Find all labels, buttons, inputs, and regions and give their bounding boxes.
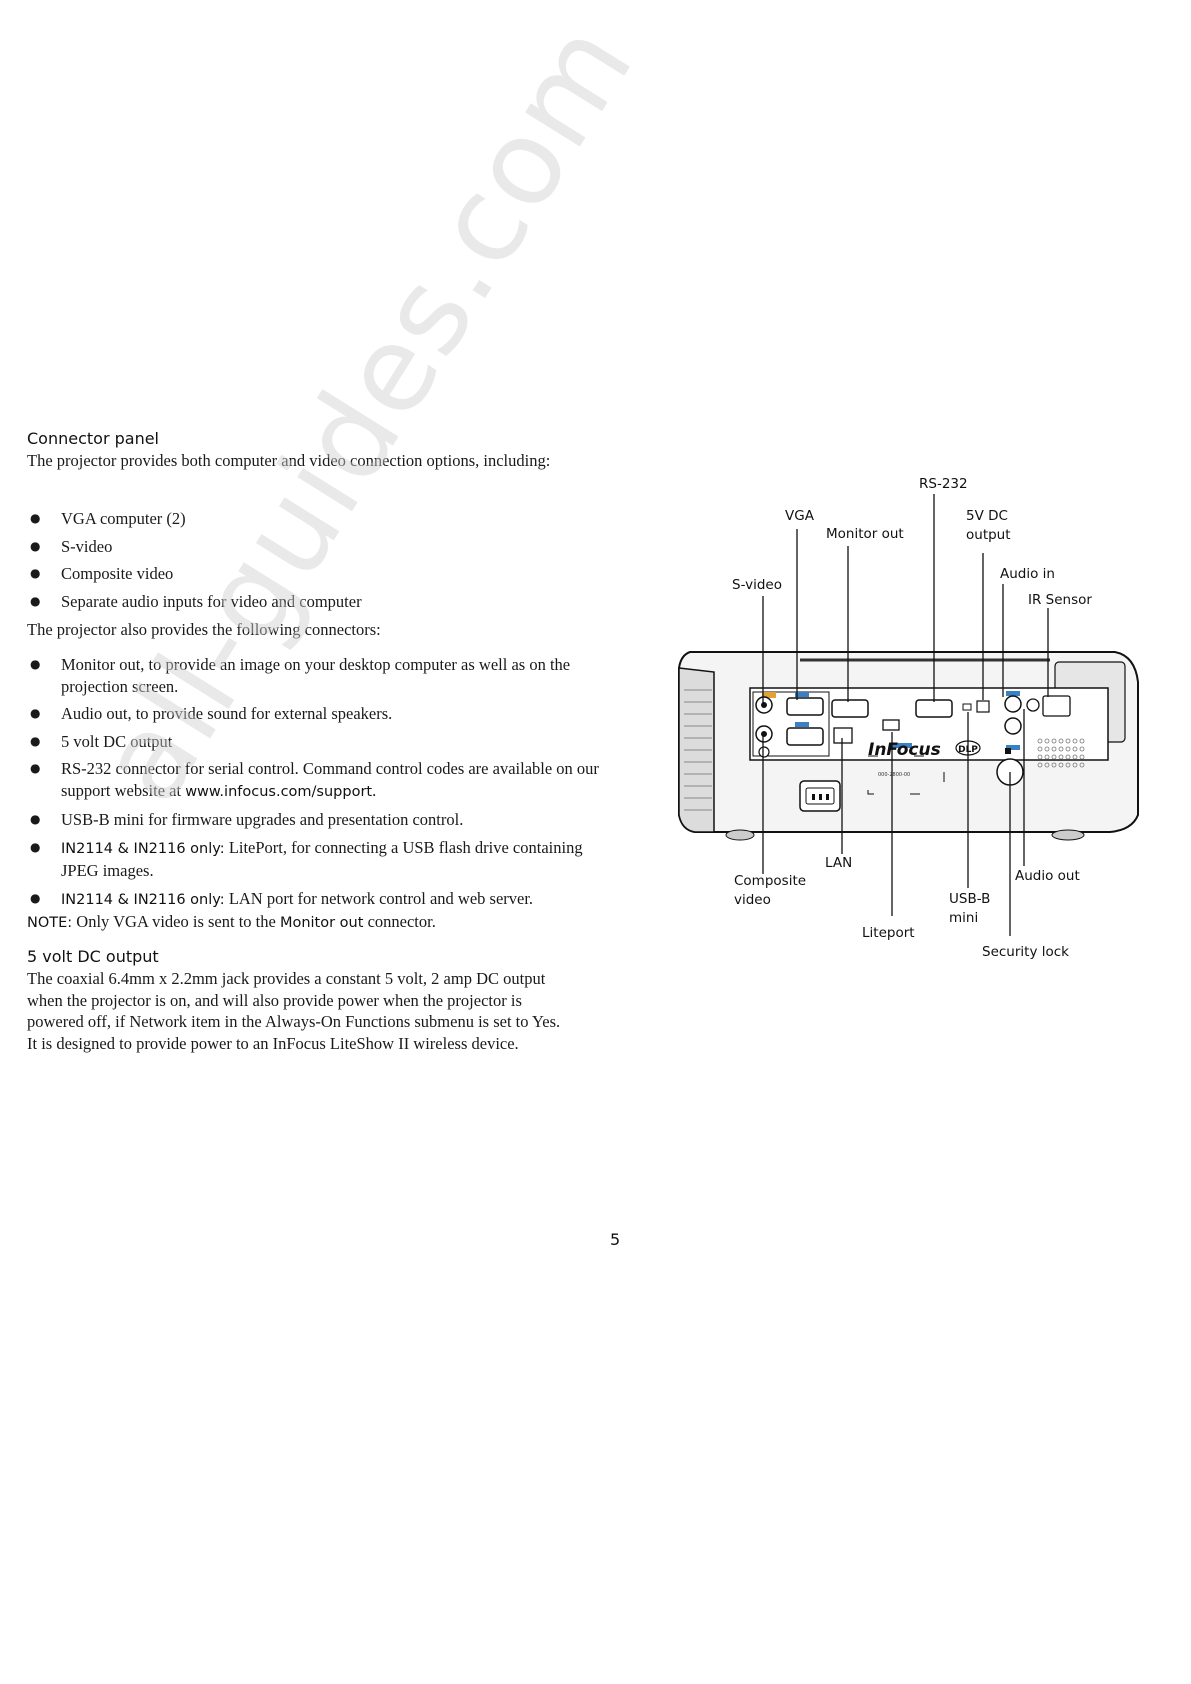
bullet-icon: ● (30, 761, 41, 775)
list-item: ●IN2114 & IN2116 only: LitePort, for con… (30, 837, 583, 881)
callout-audio-out: Audio out (1015, 868, 1080, 884)
list-item: ●Audio out, to provide sound for externa… (30, 704, 393, 723)
callout-monitor-out: Monitor out (826, 526, 904, 542)
bullet-icon: ● (30, 706, 41, 720)
callout-labels: RS-232 VGA Monitor out 5V DC output S-vi… (732, 476, 1092, 960)
connector-panel-intro: The projector provides both computer and… (27, 451, 551, 470)
callout-vga: VGA (785, 508, 815, 524)
bullet-icon: ● (30, 839, 41, 854)
bullet-icon: ● (30, 657, 41, 671)
callout-security-lock: Security lock (982, 944, 1069, 960)
callout-5v-dc: 5V DC (966, 508, 1008, 524)
support-link[interactable]: www.infocus.com/support (185, 783, 373, 800)
callout-s-video: S-video (732, 577, 782, 593)
bullet-icon: ● (30, 812, 41, 826)
connector-list: ●Monitor out, to provide an image on you… (27, 654, 617, 917)
list-item: ●IN2114 & IN2116 only: LAN port for netw… (30, 888, 534, 908)
callout-usb-b-mini: mini (949, 910, 978, 926)
callout-usb-b: USB-B (949, 891, 990, 907)
list-item: ●Monitor out, to provide an image on you… (30, 655, 571, 696)
callout-composite: Composite (734, 873, 806, 889)
dc-output-heading: 5 volt DC output (27, 947, 159, 966)
bullet-icon: ● (30, 566, 41, 580)
input-list: ●VGA computer (2) ●S-video ●Composite vi… (27, 508, 617, 618)
projector-rear-illustration: InFocus DLP 000-2800-00 (678, 651, 1139, 841)
callout-audio-in: Audio in (1000, 566, 1055, 582)
callout-lan: LAN (825, 855, 852, 871)
also-provides-text: The projector also provides the followin… (27, 620, 381, 639)
list-item: ●5 volt DC output (30, 731, 173, 751)
bullet-icon: ● (30, 593, 41, 608)
callout-liteport: Liteport (862, 925, 915, 941)
bullet-icon: ● (30, 538, 41, 553)
list-item: ●S-video (30, 536, 113, 556)
callout-ir-sensor: IR Sensor (1028, 592, 1092, 608)
list-item: ●VGA computer (2) (30, 509, 186, 528)
bullet-icon: ● (30, 511, 41, 525)
callout-5v-dc-output: output (966, 527, 1011, 543)
brand-logo: InFocus (868, 740, 941, 760)
connector-panel-heading: Connector panel (27, 429, 159, 448)
dc-output-body: The coaxial 6.4mm x 2.2mm jack provides … (27, 969, 561, 1053)
panel-code: 000-2800-00 (878, 772, 910, 778)
note-highlight: Monitor out (279, 915, 364, 931)
bullet-icon: ● (30, 890, 41, 905)
page-number: 5 (610, 1230, 621, 1249)
leader-lines (762, 494, 1049, 936)
callout-composite-video: video (734, 892, 771, 908)
dlp-logo: DLP (958, 745, 978, 755)
callout-rs232: RS-232 (919, 476, 968, 492)
list-item: ●USB-B mini for firmware upgrades and pr… (30, 810, 464, 829)
list-item: ●Separate audio inputs for video and com… (30, 591, 362, 611)
note-paragraph: NOTE: Only VGA video is sent to the Moni… (27, 912, 436, 931)
note-label: NOTE: (27, 915, 73, 931)
bullet-icon: ● (30, 733, 41, 748)
list-item: ●RS-232 connector for serial control. Co… (30, 759, 599, 800)
list-item: ●Composite video (30, 564, 174, 583)
